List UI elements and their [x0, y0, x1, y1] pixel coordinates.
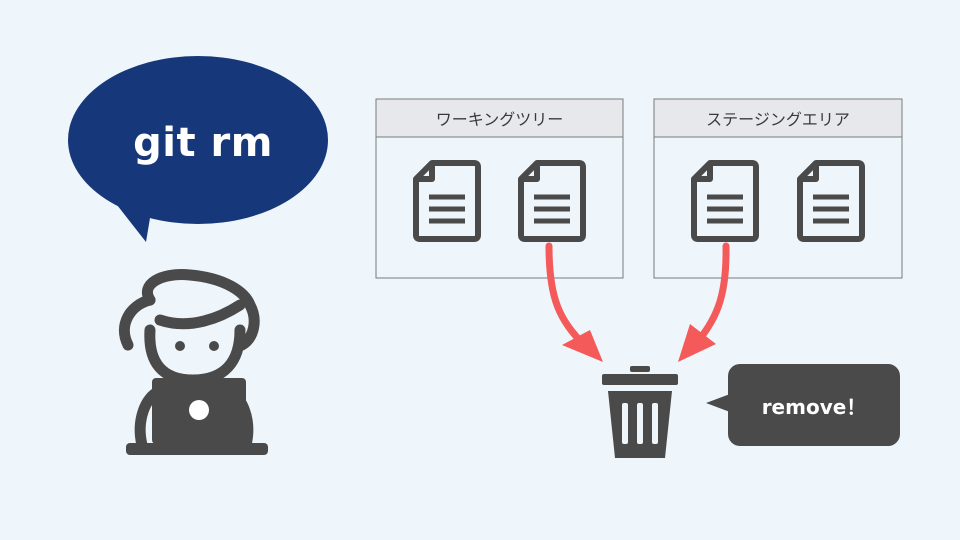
- arrow-from-staging-area: [678, 242, 730, 362]
- arrow-from-working-tree: [545, 242, 603, 362]
- remove-callout: [706, 364, 900, 446]
- staging-area-title: ステージングエリア: [706, 110, 850, 129]
- command-text: git rm: [133, 120, 273, 166]
- working-tree-title: ワーキングツリー: [435, 110, 564, 129]
- trash-can-icon: [602, 366, 678, 458]
- person-at-laptop-icon: [118, 269, 268, 455]
- remove-label: remove！: [761, 394, 867, 419]
- speech-bubble: [68, 56, 328, 242]
